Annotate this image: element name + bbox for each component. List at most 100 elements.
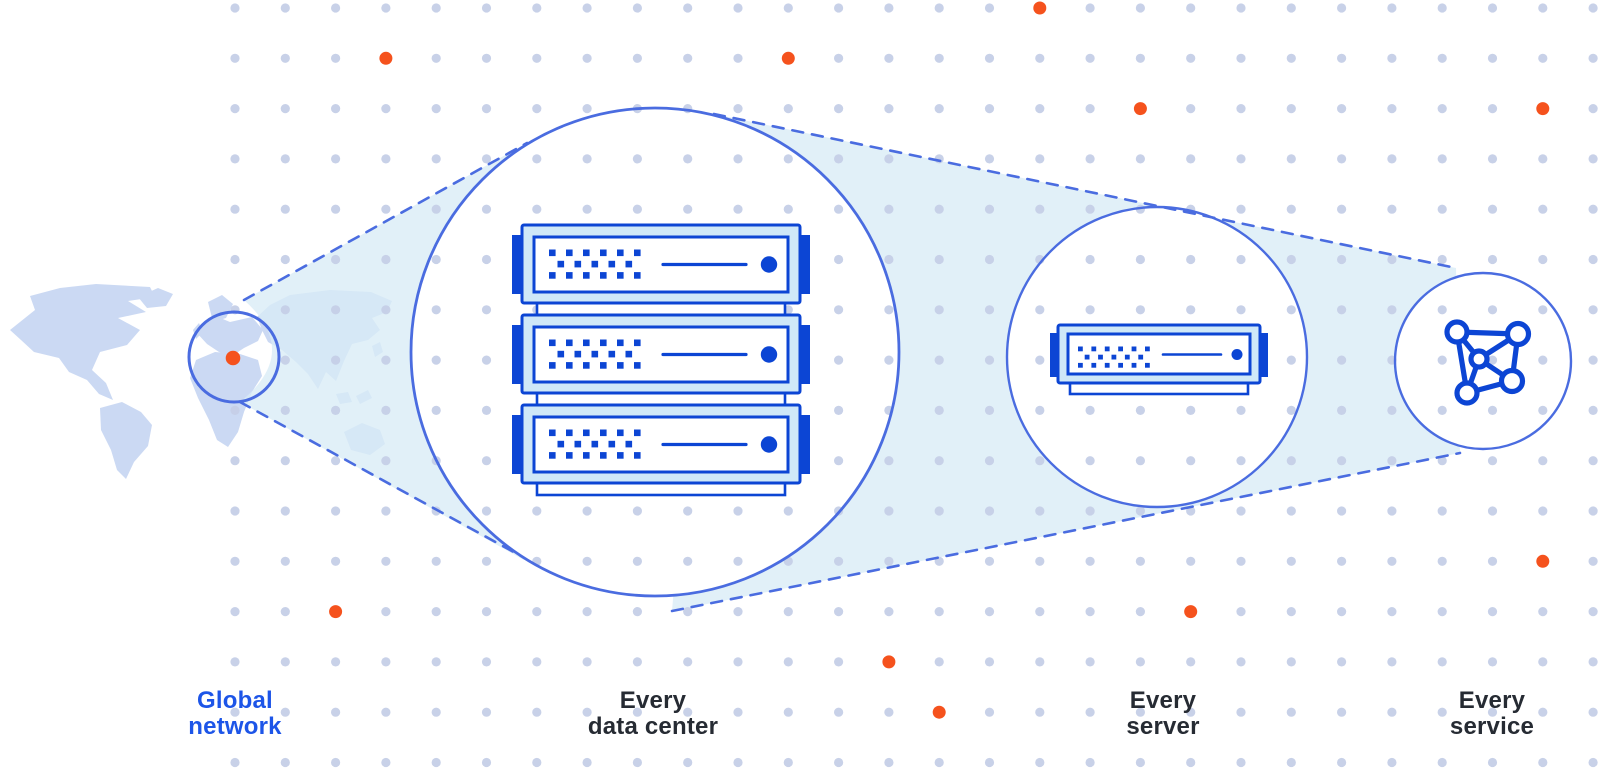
grid-dot (331, 305, 341, 315)
label-line: Global (197, 687, 273, 714)
grid-dot (1286, 104, 1296, 114)
grid-dot (1487, 556, 1498, 566)
grid-dot (230, 104, 240, 114)
grid-dot (1387, 607, 1397, 617)
grid-dot (1437, 3, 1447, 13)
grid-dot (834, 355, 844, 365)
grid-dot (1487, 707, 1498, 717)
grid-dot (230, 405, 240, 415)
grid-dot (834, 657, 844, 667)
grid-dot (1236, 305, 1246, 315)
grid-dot (1085, 456, 1095, 466)
grid-dot (1337, 3, 1347, 13)
grid-dot (1387, 456, 1397, 466)
grid-dot (1035, 154, 1045, 164)
grid-dot (1437, 355, 1447, 365)
grid-dot (582, 556, 592, 566)
grid-dot (834, 405, 844, 415)
grid-dot (984, 53, 995, 63)
grid-dot (1588, 556, 1598, 566)
server-vent-pattern (549, 249, 641, 279)
grid-dot (481, 506, 492, 516)
grid-dot (1135, 3, 1145, 13)
grid-dot (683, 3, 693, 13)
grid-dot (984, 757, 995, 768)
grid-dot (984, 355, 995, 365)
grid-dot (532, 657, 542, 667)
grid-dot (1588, 707, 1598, 717)
grid-dot (984, 154, 995, 164)
grid-dot (783, 154, 793, 164)
grid-dot (1337, 355, 1347, 365)
grid-dot (230, 456, 240, 466)
grid-dot (1387, 657, 1397, 667)
grid-dot (1236, 204, 1246, 214)
grid-dot (331, 53, 341, 63)
grid-dot (934, 355, 944, 365)
grid-dot (532, 3, 542, 13)
grid-dot (1437, 757, 1447, 768)
single-server-unit (1050, 323, 1268, 396)
grid-dot (230, 657, 240, 667)
grid-dot (280, 154, 290, 164)
grid-dot (884, 104, 894, 114)
grid-dot (683, 657, 693, 667)
grid-dot (532, 707, 542, 717)
grid-dot (934, 456, 944, 466)
grid-dot (984, 556, 995, 566)
single-server-icon (1050, 323, 1268, 396)
grid-dot (1487, 757, 1498, 768)
label-line: Every (1129, 687, 1197, 714)
grid-dot (1186, 3, 1196, 13)
grid-dot (884, 154, 894, 164)
server-led (760, 346, 778, 363)
grid-dot (884, 305, 894, 315)
grid-dot (1437, 506, 1447, 516)
grid-dot (884, 607, 894, 617)
grid-dot (1387, 305, 1397, 315)
grid-dot (1236, 3, 1246, 13)
grid-dot (683, 707, 693, 717)
grid-dot (1538, 3, 1548, 13)
grid-dot (431, 204, 441, 214)
grid-dot (381, 405, 391, 415)
grid-dot (1487, 104, 1498, 114)
grid-dot (280, 757, 290, 768)
grid-dot (884, 204, 894, 214)
grid-dot (381, 757, 391, 768)
grid-dot (1387, 154, 1397, 164)
grid-dot (280, 305, 290, 315)
grid-dot (431, 757, 441, 768)
grid-dot (1186, 104, 1196, 114)
grid-dot (834, 305, 844, 315)
grid-dot (733, 757, 743, 768)
grid-dot (632, 53, 643, 63)
grid-dot (783, 506, 793, 516)
grid-dot (1286, 657, 1296, 667)
rack-server-icons (512, 223, 810, 497)
grid-dot (381, 104, 391, 114)
grid-dot (1337, 53, 1347, 63)
grid-dot (280, 405, 290, 415)
grid-dot (1236, 456, 1246, 466)
grid-dot (1035, 757, 1045, 768)
grid-dot (1286, 556, 1296, 566)
grid-dot (331, 657, 341, 667)
grid-dot (934, 204, 944, 214)
grid-dot (1186, 305, 1196, 315)
orange-accent-dot (1133, 102, 1147, 116)
grid-dot (331, 104, 341, 114)
grid-dot (1186, 556, 1196, 566)
grid-dot (431, 305, 441, 315)
zoom-dash-right-upper (712, 112, 1458, 270)
grid-dot (733, 53, 743, 63)
grid-dot (1135, 456, 1145, 466)
grid-dot (1588, 254, 1598, 265)
grid-dot (381, 305, 391, 315)
grid-dot (431, 254, 441, 265)
grid-dot (381, 707, 391, 717)
grid-dot (1487, 506, 1498, 516)
grid-dot (1337, 405, 1347, 415)
grid-dot (1538, 405, 1548, 415)
grid-dot (331, 3, 341, 13)
